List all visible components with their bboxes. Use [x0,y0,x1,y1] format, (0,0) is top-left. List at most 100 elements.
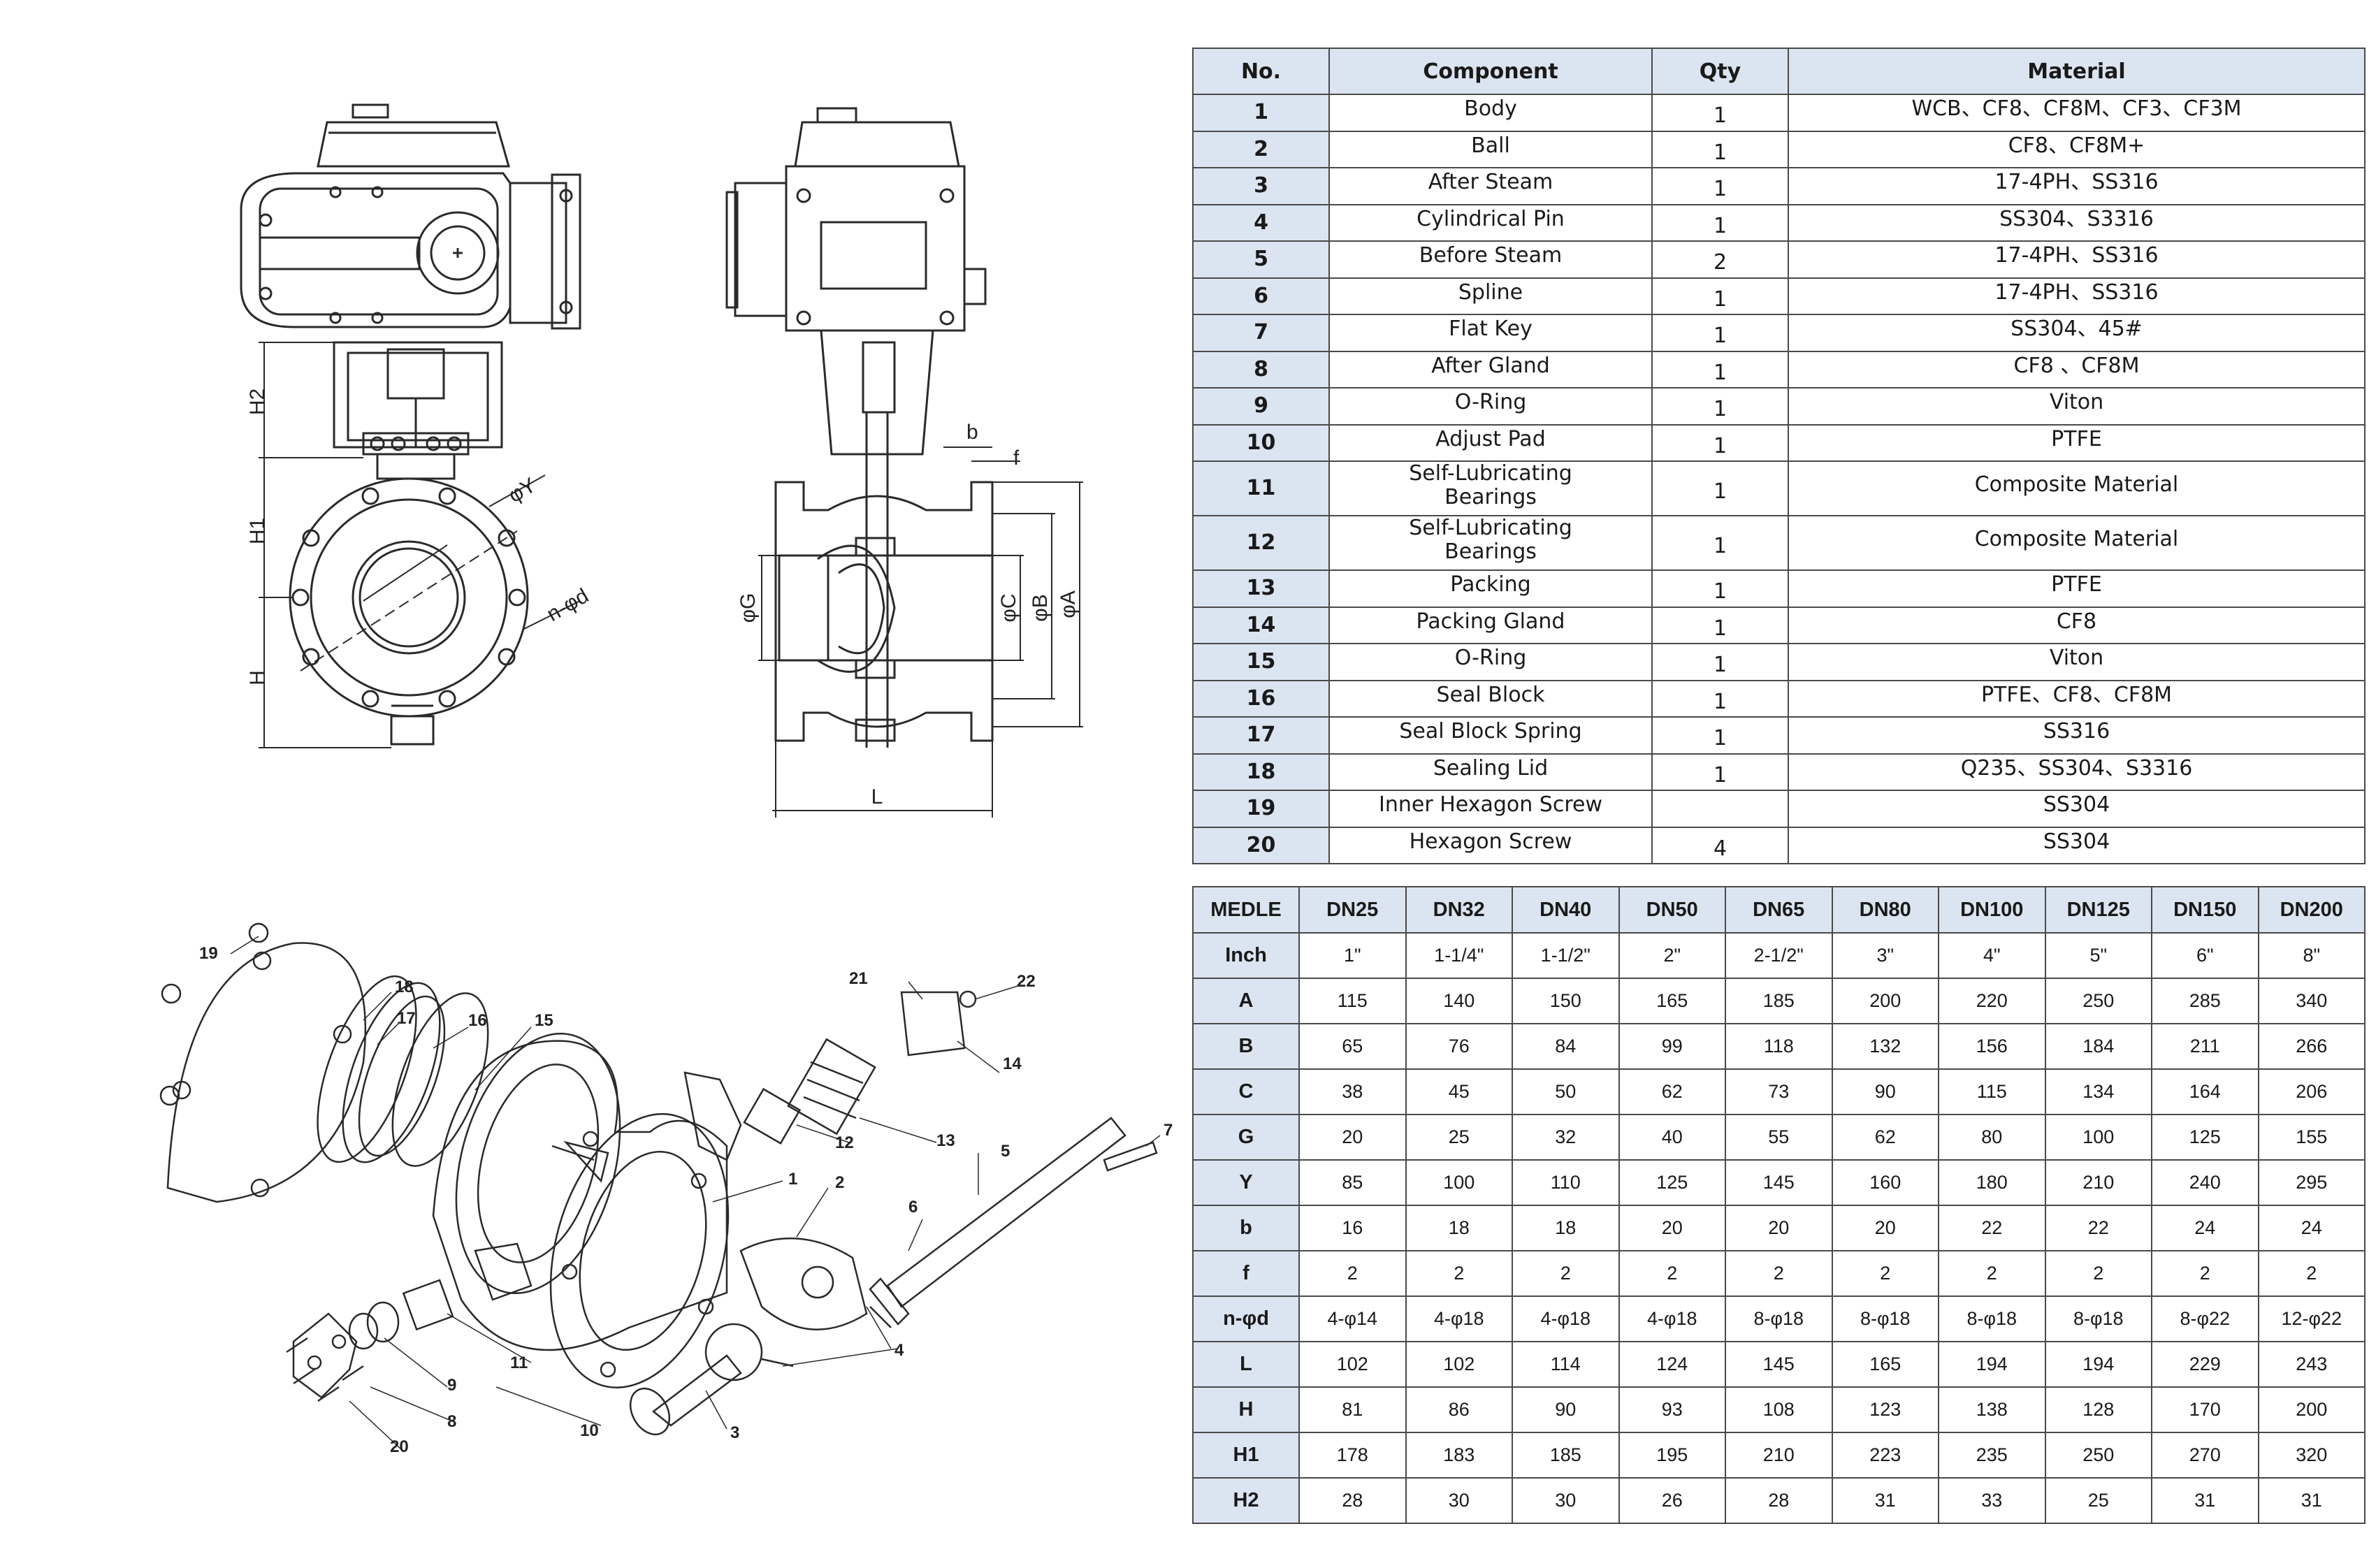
part-number-cell: 13 [1192,569,1330,608]
dimension-value-cell: 195 [1618,1432,1726,1479]
callout-18: 18 [395,978,414,996]
material-cell: SS304、S3316 [1788,203,2366,242]
exploded-view-callouts: 19 18 17 16 15 1 2 3 4 5 6 7 21 22 14 13… [199,944,1173,1456]
qty-cell: 1 [1651,569,1789,608]
dimension-value-cell: 2 [1725,1250,1833,1297]
part-number-cell: 6 [1192,277,1330,315]
component-cell: Hexagon Screw [1328,826,1653,864]
component-cell: Seal Block [1328,679,1653,718]
material-cell: SS316 [1788,716,2366,755]
material-cell: WCB、CF8、CF8M、CF3、CF3M [1788,94,2366,132]
material-cell: 17-4PH、SS316 [1788,167,2366,205]
dimension-value-cell: 40 [1618,1114,1726,1161]
dimension-value-cell: 320 [2257,1432,2366,1479]
qty-cell: 1 [1651,423,1789,462]
dimension-value-cell: 25 [1405,1114,1513,1161]
component-cell: Ball [1328,130,1653,168]
callout-12: 12 [835,1133,854,1152]
dim-label-phi-g: φG [737,593,760,623]
callout-21: 21 [849,969,868,988]
callout-20: 20 [390,1437,409,1456]
material-cell: Composite Material [1788,515,2366,571]
dimension-value-cell: 2 [1831,1250,1939,1297]
component-cell: Sealing Lid [1328,753,1653,791]
dim-label-phi-c: φC [997,593,1020,622]
dimension-value-cell: 20 [1831,1205,1939,1251]
dimension-value-cell: 200 [2257,1386,2366,1433]
dimension-value-cell: 2 [2257,1250,2366,1297]
dimension-value-cell: 4-φ18 [1618,1295,1726,1342]
dimension-value-cell: 165 [1618,978,1726,1024]
qty-cell: 1 [1651,350,1789,389]
dimension-value-cell: 5" [2044,932,2152,979]
qty-cell: 4 [1651,826,1789,864]
qty-cell: 1 [1651,716,1789,755]
callout-17: 17 [397,1009,416,1028]
dimension-value-cell: 185 [1512,1432,1620,1479]
qty-cell: 1 [1651,515,1789,571]
dimension-value-cell: 180 [1938,1159,2046,1206]
header-size-dn40: DN40 [1512,886,1620,934]
dimension-value-cell: 220 [1938,978,2046,1024]
dimension-value-cell: 22 [2044,1205,2152,1251]
front-view-drawing [240,103,581,748]
dimension-value-cell: 20 [1298,1114,1407,1161]
dimension-value-cell: 1-1/4" [1405,932,1513,979]
material-cell: Q235、SS304、S3316 [1788,753,2366,791]
material-cell: PTFE、CF8、CF8M [1788,679,2366,718]
header-size-dn80: DN80 [1831,886,1939,934]
dim-label-phi-a: φA [1057,590,1080,618]
component-cell: Flat Key [1328,314,1653,352]
part-number-cell: 12 [1192,515,1330,571]
material-cell: Viton [1788,643,2366,681]
component-cell: O-Ring [1328,387,1653,426]
dimension-value-cell: 102 [1405,1341,1513,1388]
callout-15: 15 [535,1011,553,1030]
part-number-cell: 5 [1192,240,1330,279]
dimension-value-cell: 18 [1405,1205,1513,1251]
material-cell: PTFE [1788,423,2366,462]
header-material: Material [1788,48,2366,95]
part-number-cell: 9 [1192,387,1330,426]
dimension-value-cell: 33 [1938,1477,2046,1524]
dimension-value-cell: 31 [2151,1477,2259,1524]
dim-label-f: f [1013,447,1020,470]
dimension-value-cell: 102 [1298,1341,1407,1388]
dimension-value-cell: 85 [1298,1159,1407,1206]
dimension-value-cell: 100 [1405,1159,1513,1206]
dimension-row-label: G [1192,1114,1300,1161]
component-cell: Self-Lubricating Bearings [1328,460,1653,516]
material-cell: CF8 、CF8M [1788,350,2366,389]
qty-cell: 1 [1651,203,1789,242]
callout-16: 16 [468,1011,487,1030]
material-cell: SS304、45# [1788,314,2366,352]
dimension-value-cell: 115 [1298,978,1407,1024]
dim-label-h: H [246,670,269,685]
dimension-value-cell: 132 [1831,1023,1939,1070]
qty-cell [1651,790,1789,828]
qty-cell: 1 [1651,94,1789,132]
dimension-value-cell: 20 [1618,1205,1726,1251]
part-number-cell: 3 [1192,167,1330,205]
dimension-value-cell: 8-φ18 [1831,1295,1939,1342]
dimension-value-cell: 124 [1618,1341,1726,1388]
part-number-cell: 7 [1192,314,1330,352]
dimension-row-label: L [1192,1341,1300,1388]
dimension-row-label: n-φd [1192,1295,1300,1342]
dimension-value-cell: 185 [1725,978,1833,1024]
dimension-value-cell: 164 [2151,1068,2259,1115]
component-cell: Adjust Pad [1328,423,1653,462]
